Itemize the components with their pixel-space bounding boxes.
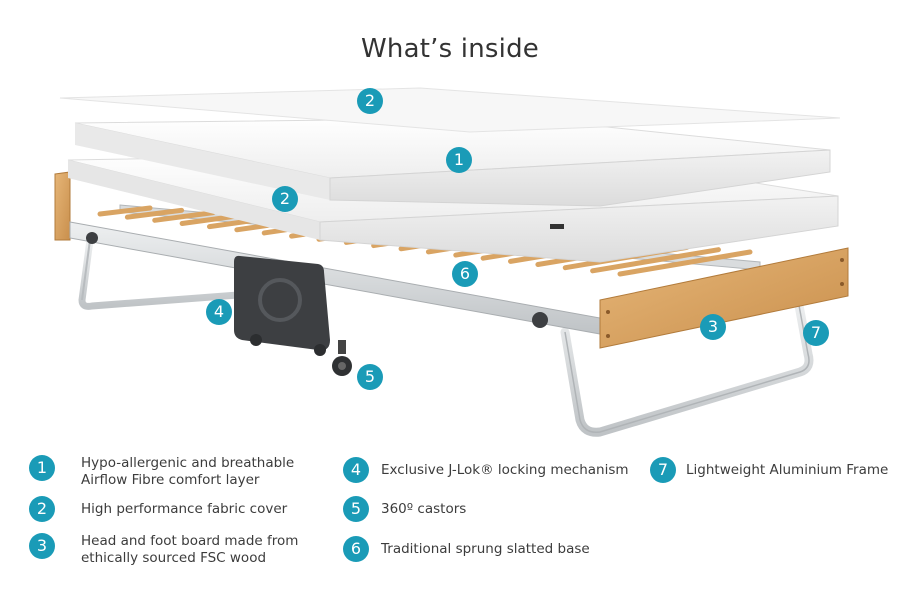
legend-number: 7 <box>650 457 676 483</box>
slat <box>617 249 753 277</box>
head-board <box>54 171 71 241</box>
legend-text: 360º castors <box>381 501 467 517</box>
legend-number: 5 <box>343 496 369 522</box>
legend-text: Head and foot board made from ethically … <box>81 533 299 566</box>
callout-wood-board: 3 <box>700 314 726 340</box>
legend-text: High performance fabric cover <box>81 501 288 517</box>
j-lok-mechanism <box>86 232 548 356</box>
legend-number: 6 <box>343 536 369 562</box>
legend-text: Exclusive J-Lok® locking mechanism <box>381 462 629 478</box>
legend-text: Lightweight Aluminium Frame <box>686 462 889 478</box>
legend-item-3: 3 Head and foot board made from ethicall… <box>29 533 298 567</box>
legend-number: 1 <box>29 455 55 481</box>
top-fabric-cover <box>59 87 841 133</box>
legend-item-4: 4 Exclusive J-Lok® locking mechanism <box>343 457 629 483</box>
slat <box>152 210 216 223</box>
callout-cover-bottom: 2 <box>272 186 298 212</box>
callout-cover-top: 2 <box>357 88 383 114</box>
diagram-title: What’s inside <box>361 34 539 64</box>
callout-castors: 5 <box>357 364 383 390</box>
callout-comfort-layer: 1 <box>446 147 472 173</box>
legend-number: 4 <box>343 457 369 483</box>
foot-board <box>599 247 849 349</box>
legend-item-2: 2 High performance fabric cover <box>29 496 287 522</box>
slat <box>590 247 721 274</box>
legend-item-1: 1 Hypo-allergenic and breathable Airflow… <box>29 455 294 489</box>
legend-number: 2 <box>29 496 55 522</box>
legend-item-5: 5 360º castors <box>343 496 466 522</box>
legend-item-7: 7 Lightweight Aluminium Frame <box>650 457 888 483</box>
callout-locking-mechanism: 4 <box>206 299 232 325</box>
legend-text: Traditional sprung slatted base <box>381 541 590 557</box>
callout-aluminium-frame: 7 <box>803 320 829 346</box>
callout-slatted-base: 6 <box>452 261 478 287</box>
legend-text: Hypo-allergenic and breathable Airflow F… <box>81 455 295 488</box>
legend-item-6: 6 Traditional sprung slatted base <box>343 536 590 562</box>
legend-number: 3 <box>29 533 55 559</box>
castor-wheel <box>332 340 352 376</box>
slat <box>97 205 153 217</box>
slat <box>124 207 185 220</box>
